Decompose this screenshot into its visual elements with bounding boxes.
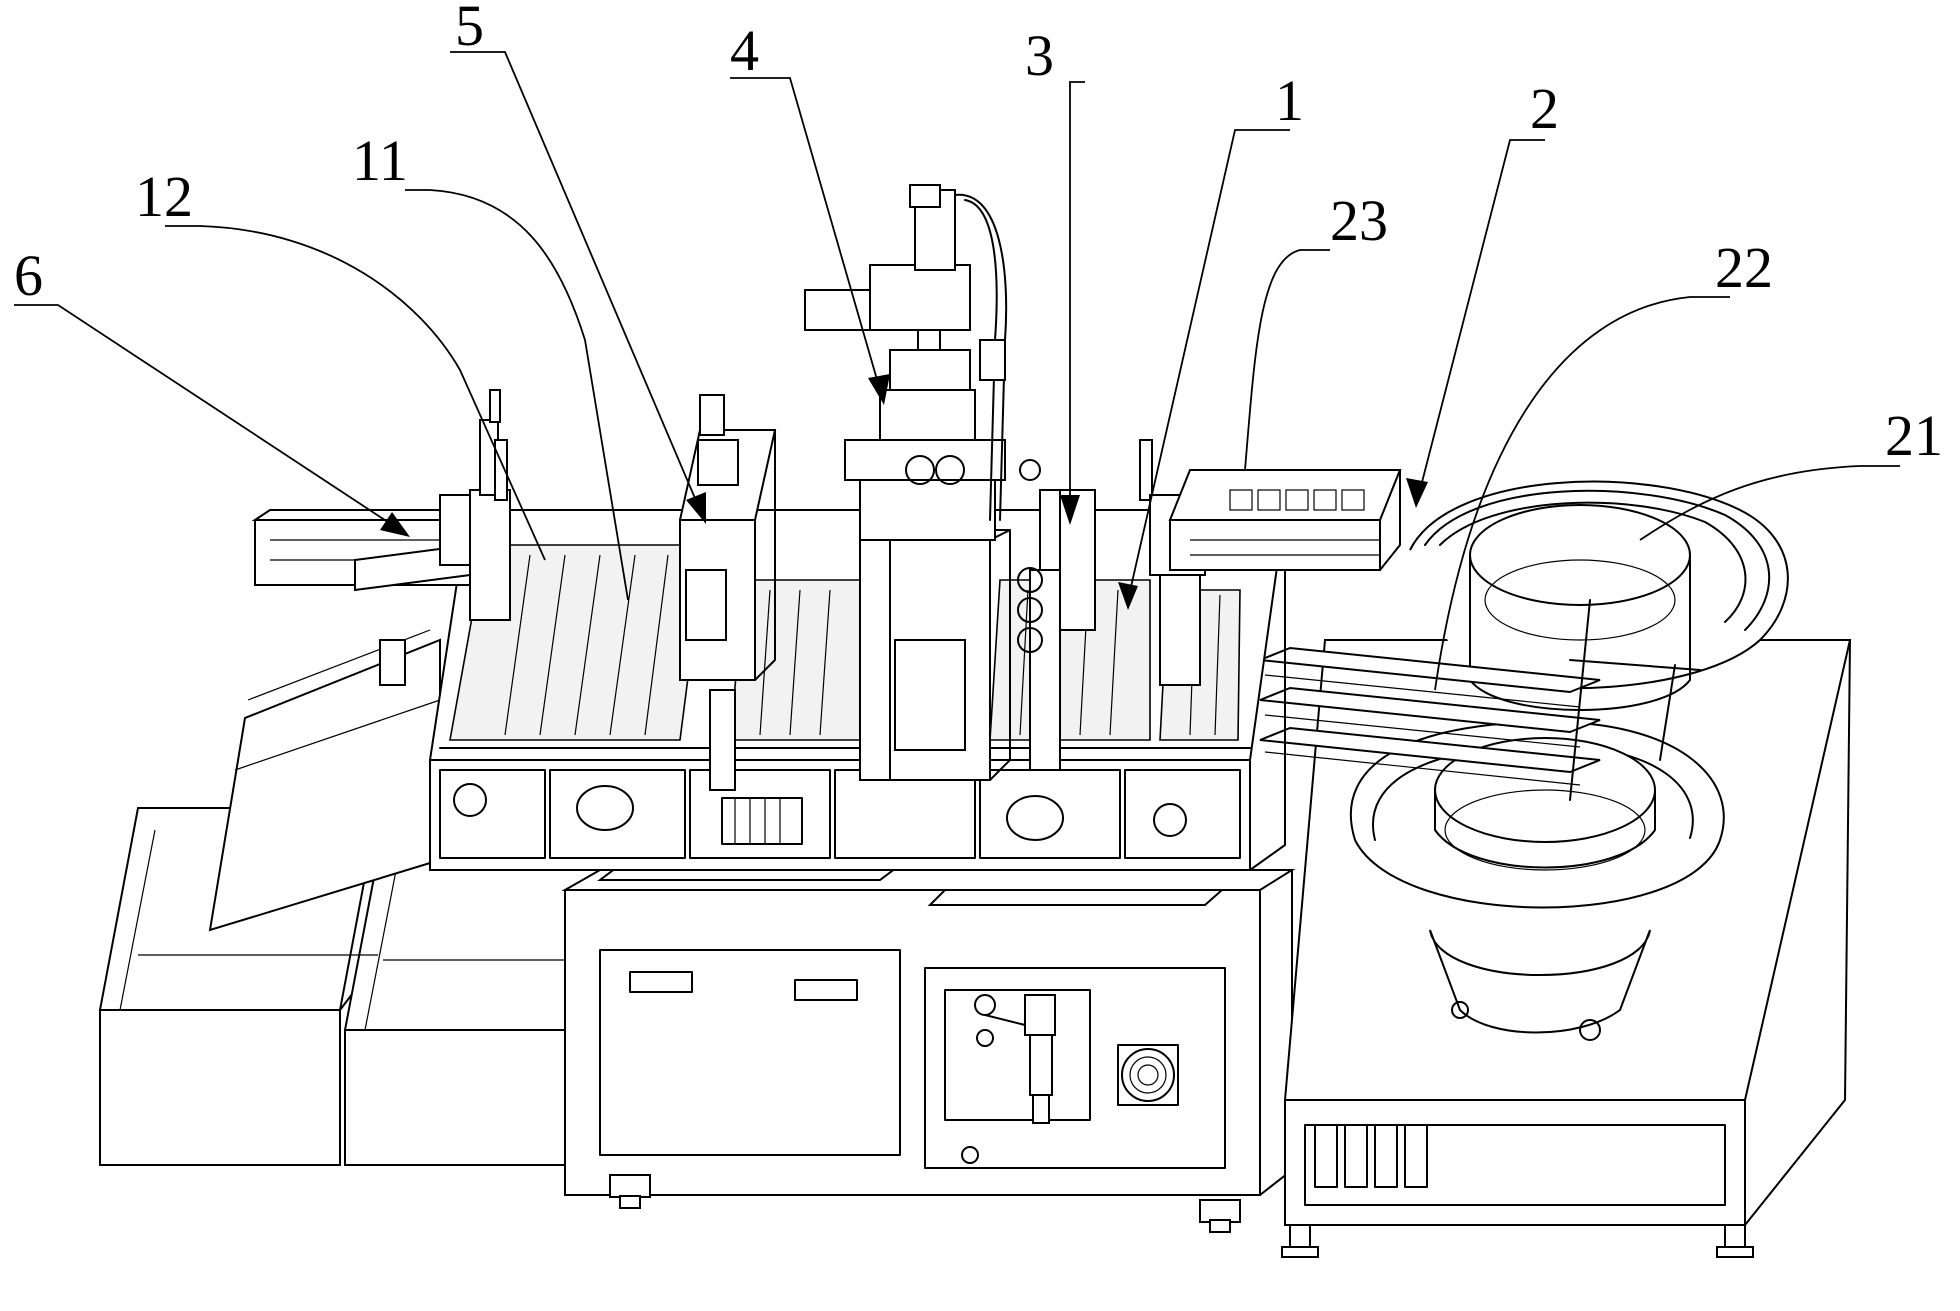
callout-6: 6 <box>14 243 43 308</box>
station-4 <box>804 184 1041 781</box>
callout-1: 1 <box>1275 68 1304 133</box>
discharge-chute <box>208 629 441 932</box>
linear-feed-tracks <box>1259 599 1701 801</box>
main-cabinet <box>561 864 1296 1233</box>
upper-bowl-feeder <box>1409 480 1789 711</box>
callout-2: 2 <box>1530 76 1559 141</box>
callout-11: 11 <box>352 128 408 193</box>
callout-21: 21 <box>1885 403 1943 468</box>
callout-3: 3 <box>1025 23 1054 88</box>
callout-23: 23 <box>1330 188 1388 253</box>
callout-22: 22 <box>1715 235 1773 300</box>
callout-4: 4 <box>730 18 759 83</box>
callout-leaders <box>14 51 1900 691</box>
loading-head <box>1168 469 1402 571</box>
callout-5: 5 <box>455 0 484 58</box>
callout-labels: 1 2 3 4 5 6 11 12 21 22 23 <box>14 0 1943 468</box>
station-3 <box>1017 489 1096 771</box>
unloading-arm <box>251 389 511 686</box>
callout-12: 12 <box>135 164 193 229</box>
